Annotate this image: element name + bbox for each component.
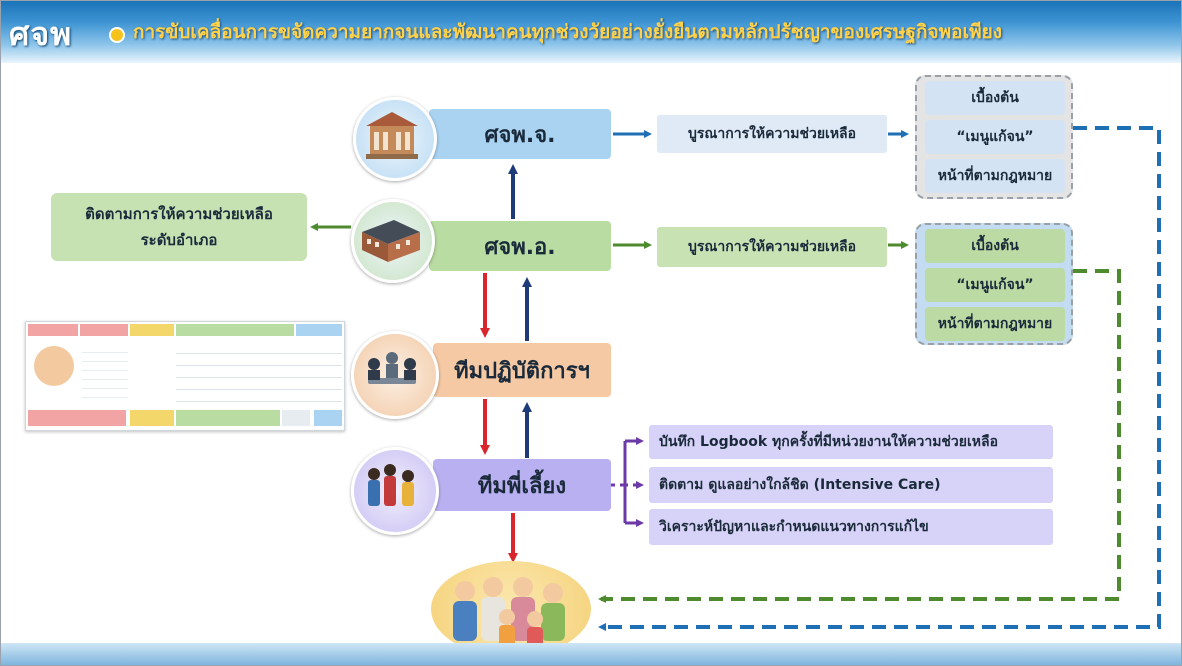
province-menu-poverty: “เมนูแก้จน” [925,120,1065,154]
district-action: บูรณาการให้ความช่วยเหลือ [657,227,887,267]
node-mentor-team: ทีมพี่เลี้ยง [433,459,611,511]
province-menu-group: เบื้องต้น “เมนูแก้จน” หน้าที่ตามกฎหมาย [915,75,1073,199]
node-district-label: ศจพ.อ. [484,234,556,260]
district-action-label: บูรณาการให้ความช่วยเหลือ [687,239,857,255]
logbook-thumbnail [25,321,345,431]
node-ops-team-label: ทีมปฏิบัติการฯ [454,358,590,384]
province-action: บูรณาการให้ความช่วยเหลือ [657,115,887,153]
node-district: ศจพ.อ. [429,221,611,271]
district-menu-group: เบื้องต้น “เมนูแก้จน” หน้าที่ตามกฎหมาย [915,223,1073,345]
province-menu-legal: หน้าที่ตามกฎหมาย [925,159,1065,193]
mentor-task-analysis: วิเคราะห์ปัญหาและกำหนดแนวทางการแก้ไข [649,509,1053,545]
government-building-icon [353,97,437,181]
mentor-task-intensive-care: ติดตาม ดูแลอย่างใกล้ชิด (Intensive Care) [649,467,1053,503]
header-bar: ศจพ การขับเคลื่อนการขจัดความยากจนและพัฒน… [1,1,1181,63]
mentor-task-intensive-care-label: ติดตาม ดูแลอย่างใกล้ชิด (Intensive Care) [659,477,941,493]
footer-band [1,643,1181,665]
node-province: ศจพ.จ. [429,109,611,159]
logo: ศจพ [9,15,73,53]
province-action-label: บูรณาการให้ความช่วยเหลือ [687,126,857,142]
return-line-green [598,269,1121,603]
district-followup-line2: ระดับอำเภอ [140,231,218,249]
district-menu-basic: เบื้องต้น [925,229,1065,263]
meeting-team-icon [351,331,439,419]
family-icon [431,561,591,657]
node-ops-team: ทีมปฏิบัติการฯ [433,343,611,397]
district-followup-line1: ติดตามการให้ความช่วยเหลือ [85,205,273,223]
node-province-label: ศจพ.จ. [484,122,556,148]
office-building-icon [351,199,435,283]
mentor-task-analysis-label: วิเคราะห์ปัญหาและกำหนดแนวทางการแก้ไข [659,519,929,535]
mentor-task-logbook-label: บันทึก Logbook ทุกครั้งที่มีหน่วยงานให้ค… [659,434,999,450]
district-followup: ติดตามการให้ความช่วยเหลือ ระดับอำเภอ [51,193,307,261]
logo-mark-icon [109,27,125,43]
district-menu-poverty: “เมนูแก้จน” [925,268,1065,302]
page-title: การขับเคลื่อนการขจัดความยากจนและพัฒนาคนท… [133,21,1003,43]
mentor-task-logbook: บันทึก Logbook ทุกครั้งที่มีหน่วยงานให้ค… [649,425,1053,459]
district-menu-legal: หน้าที่ตามกฎหมาย [925,307,1065,341]
node-mentor-team-label: ทีมพี่เลี้ยง [477,473,567,499]
return-line-blue [598,126,1161,631]
province-menu-basic: เบื้องต้น [925,81,1065,115]
people-group-icon [351,447,439,535]
